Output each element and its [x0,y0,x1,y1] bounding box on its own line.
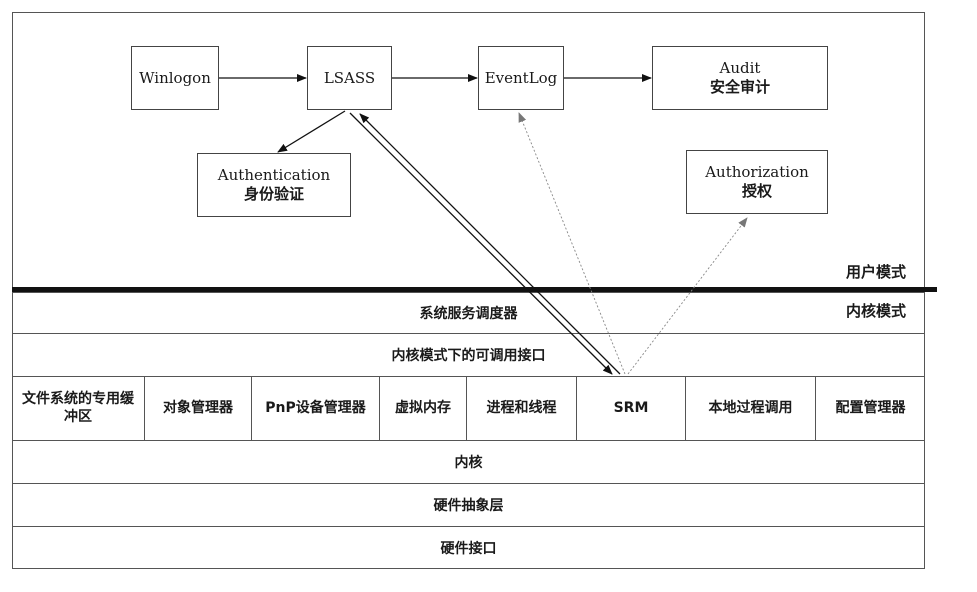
authentication-label-cn: 身份验证 [243,185,304,203]
configuration-manager-cell: 配置管理器 [816,376,925,440]
pnp-manager-label: PnP设备管理器 [265,399,366,416]
authentication-box: Authentication 身份验证 [197,153,351,217]
hardware-interface-layer: 硬件接口 [12,526,925,569]
process-thread-cell: 进程和线程 [467,376,577,440]
file-system-cache-cell: 文件系统的专用缓冲区 [12,376,145,440]
authorization-box: Authorization 授权 [686,150,828,214]
virtual-memory-label: 虚拟内存 [395,399,451,416]
kernel-mode-label: 内核模式 [846,302,907,320]
lsass-to-srm-line [349,112,613,375]
audit-box: Audit 安全审计 [652,46,828,110]
kernel-layer-label: 内核 [454,455,483,471]
srm-to-eventlog-arrow [518,112,626,375]
audit-label-en: Audit [719,59,761,78]
srm-to-lsass-line [359,113,621,375]
executive-row [12,376,925,440]
kernel-callable-interface: 内核模式下的可调用接口 [12,333,925,376]
srm-label: SRM [613,399,649,416]
hal-layer-label: 硬件抽象层 [433,498,504,514]
authentication-label-en: Authentication [217,166,331,185]
srm-cell: SRM [577,376,686,440]
lsass-to-authentication-arrow [277,110,346,153]
hardware-interface-label: 硬件接口 [440,541,497,557]
audit-label-cn: 安全审计 [709,78,770,96]
lsass-box: LSASS [307,46,392,110]
system-service-dispatcher-label: 系统服务调度器 [419,306,518,322]
lsass-label: LSASS [323,68,376,87]
object-manager-label: 对象管理器 [163,399,233,416]
winlogon-label: Winlogon [139,68,211,87]
file-system-cache-label: 文件系统的专用缓冲区 [22,390,134,425]
configuration-manager-label: 配置管理器 [835,399,906,416]
user-mode-label: 用户模式 [846,263,907,281]
virtual-memory-cell: 虚拟内存 [380,376,467,440]
local-procedure-call-cell: 本地过程调用 [686,376,816,440]
hal-layer: 硬件抽象层 [12,483,925,526]
kernel-callable-interface-label: 内核模式下的可调用接口 [391,348,546,364]
srm-to-authorization-arrow [627,217,748,375]
eventlog-box: EventLog [478,46,564,110]
system-service-dispatcher: 系统服务调度器 [12,292,925,333]
authorization-label-cn: 授权 [741,182,772,200]
mode-divider [12,287,937,292]
process-thread-label: 进程和线程 [486,399,557,416]
kernel-layer: 内核 [12,440,925,483]
winlogon-box: Winlogon [131,46,219,110]
object-manager-cell: 对象管理器 [145,376,252,440]
pnp-manager-cell: PnP设备管理器 [252,376,380,440]
eventlog-label: EventLog [484,68,558,87]
local-procedure-call-label: 本地过程调用 [708,399,793,416]
authorization-label-en: Authorization [705,163,809,182]
